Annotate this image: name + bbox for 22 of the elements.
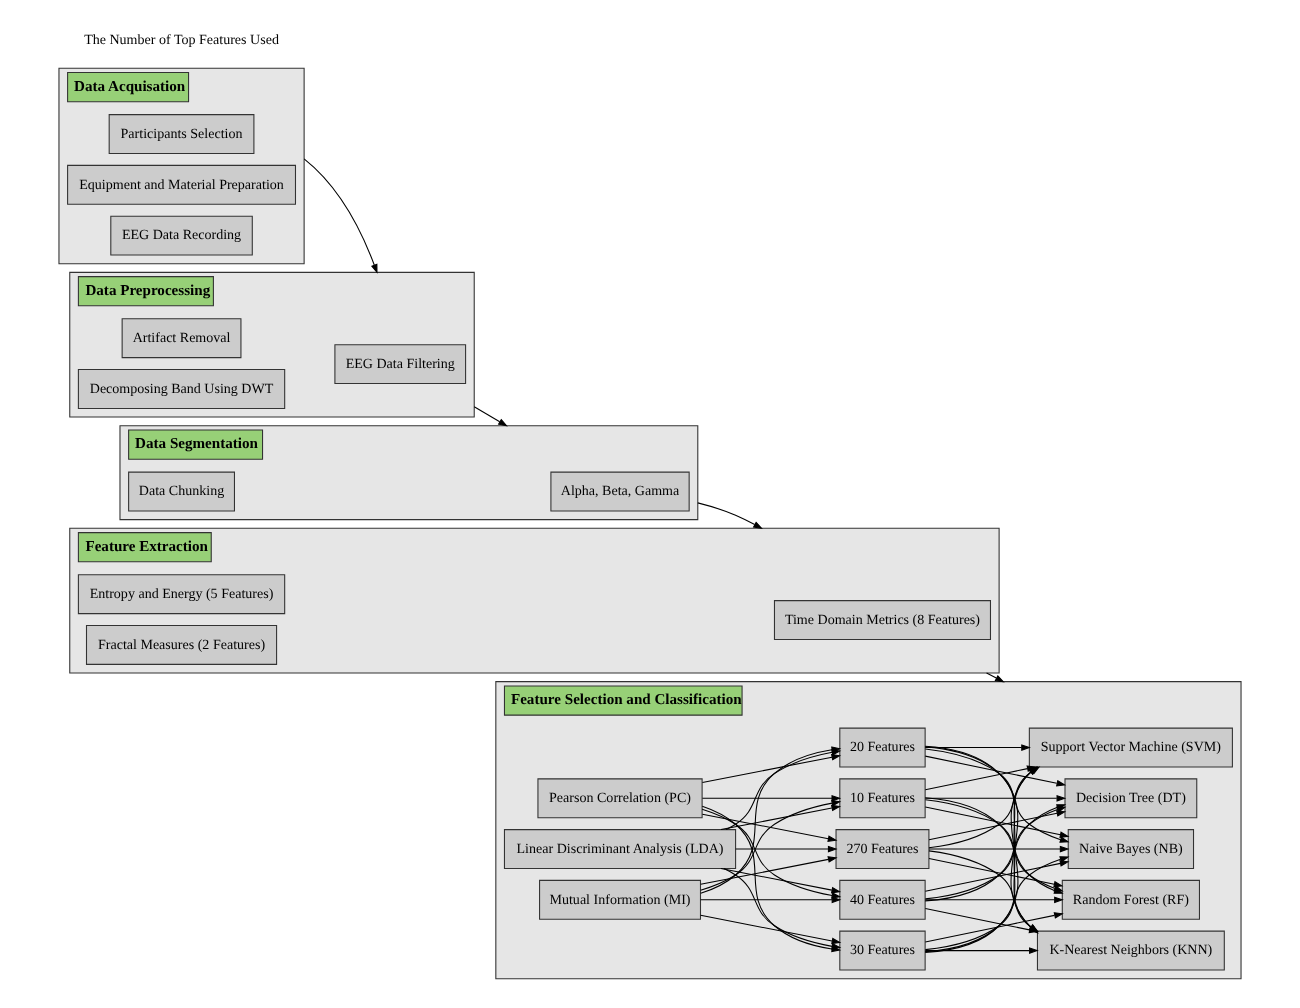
- arrow: [924, 755, 1067, 787]
- arrow: [924, 856, 1070, 951]
- arrow: [924, 947, 1039, 954]
- arrow: [701, 794, 842, 802]
- arrow: [928, 857, 1064, 888]
- arrow: [701, 753, 842, 783]
- arrow: [700, 896, 842, 904]
- arrow: [720, 868, 842, 894]
- arrow: [924, 794, 1067, 802]
- arrow: [924, 896, 1064, 904]
- arrow: [924, 912, 1064, 943]
- arrow: [701, 813, 838, 842]
- arrow: [720, 804, 842, 831]
- arrow: [735, 845, 838, 853]
- arrow: [986, 672, 1005, 683]
- arrow: [700, 914, 842, 945]
- arrow: [928, 845, 1070, 853]
- arrow: [723, 868, 842, 950]
- arrow: [303, 158, 378, 274]
- arrow: [697, 502, 763, 530]
- arrow: [700, 856, 838, 885]
- arrow: [473, 406, 508, 427]
